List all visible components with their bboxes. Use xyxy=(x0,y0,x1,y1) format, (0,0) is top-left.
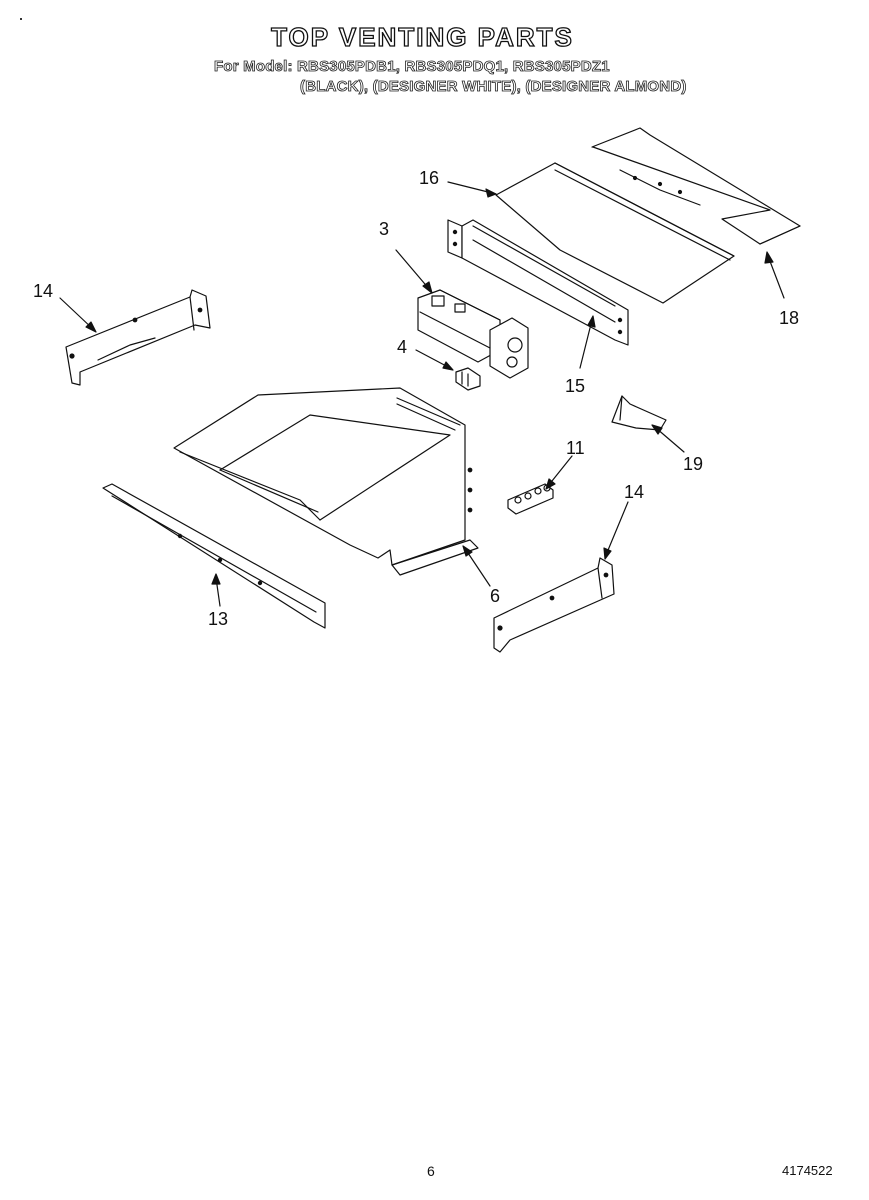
callout-14-left: 14 xyxy=(33,281,54,301)
part-18-top-panel xyxy=(591,127,801,245)
part-16-shield xyxy=(495,162,735,304)
part-4-connector xyxy=(455,367,481,391)
callout-15: 15 xyxy=(565,376,586,396)
callout-11: 11 xyxy=(566,438,585,458)
part-15-rail-channel xyxy=(447,219,629,346)
leader-19 xyxy=(655,427,685,453)
callout-3: 3 xyxy=(379,219,390,239)
page-number: 6 xyxy=(427,1163,435,1179)
part-14-right-bracket xyxy=(493,557,615,653)
part-13-front-trim xyxy=(102,483,326,629)
leader-arrows xyxy=(59,181,785,607)
document-number: 4174522 xyxy=(782,1163,833,1178)
part-14-left-bracket xyxy=(65,289,211,386)
page-title: TOP VENTING PARTS xyxy=(270,21,574,52)
leader-14-right xyxy=(605,501,629,556)
part-6-vent-housing xyxy=(173,387,479,576)
part-19-small-bracket xyxy=(611,395,667,431)
callout-6: 6 xyxy=(490,586,501,606)
leader-3 xyxy=(395,249,431,291)
scan-speck xyxy=(20,18,22,20)
leader-18 xyxy=(767,255,785,299)
model-numbers: For Model: RBS305PDB1, RBS305PDQ1, RBS30… xyxy=(214,58,610,76)
callout-18: 18 xyxy=(779,308,800,328)
callout-19: 19 xyxy=(683,454,704,474)
callout-13: 13 xyxy=(208,609,229,629)
finish-colors: (BLACK), (DESIGNER WHITE), (DESIGNER ALM… xyxy=(300,78,687,96)
callout-14-right: 14 xyxy=(624,482,645,502)
part-3-fan-motor-assembly xyxy=(417,289,529,379)
leader-15 xyxy=(579,319,593,369)
callout-16: 16 xyxy=(419,168,440,188)
leader-6 xyxy=(465,549,491,587)
callout-4: 4 xyxy=(397,337,408,357)
